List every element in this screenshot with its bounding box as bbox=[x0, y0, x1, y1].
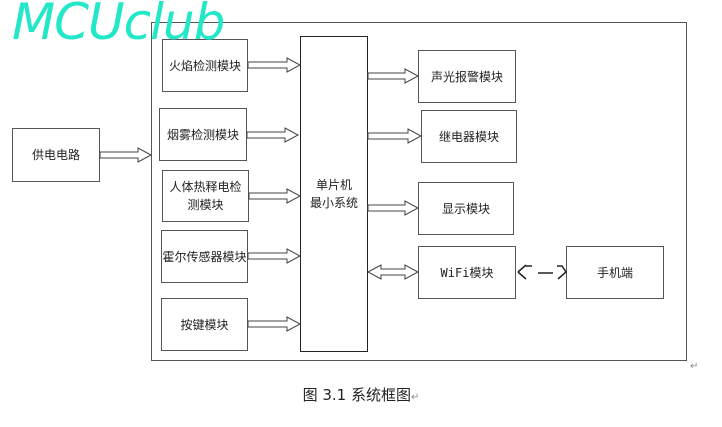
block-pir: 人体热释电检测模块 bbox=[162, 170, 249, 222]
arrow bbox=[246, 127, 300, 143]
label: 继电器模块 bbox=[438, 129, 499, 144]
label: 按键模块 bbox=[180, 317, 229, 332]
arrow bbox=[247, 248, 302, 264]
label: 人体热释电检测模块 bbox=[169, 180, 242, 212]
label: 供电电路 bbox=[31, 148, 80, 162]
label: 火焰检测模块 bbox=[168, 58, 241, 73]
arrow bbox=[99, 147, 153, 163]
arrow bbox=[247, 316, 302, 332]
pilcrow: ↵ bbox=[690, 361, 699, 372]
block-display: 显示模块 bbox=[418, 182, 514, 235]
label: 显示模块 bbox=[441, 201, 490, 216]
label: 单片机 最小系统 bbox=[309, 178, 358, 210]
figure-caption: 图 3.1 系统框图↵ bbox=[0, 384, 722, 405]
label: 手机端 bbox=[596, 265, 633, 280]
block-wifi: WiFi模块 bbox=[418, 246, 516, 299]
bidirectional-arrow bbox=[366, 264, 420, 280]
block-alarm: 声光报警模块 bbox=[418, 50, 516, 103]
arrow bbox=[367, 200, 420, 216]
label: 霍尔传感器模块 bbox=[162, 249, 247, 264]
block-relay: 继电器模块 bbox=[421, 110, 517, 163]
arrow bbox=[247, 57, 302, 73]
arrow bbox=[367, 128, 423, 144]
caption-text: 图 3.1 系统框图 bbox=[302, 386, 411, 404]
label: 声光报警模块 bbox=[430, 69, 503, 84]
arrow bbox=[367, 68, 420, 84]
wireless-link-arrow bbox=[517, 264, 567, 280]
system-boundary bbox=[151, 22, 687, 361]
label: 烟雾检测模块 bbox=[166, 127, 239, 142]
block-mcu: 单片机 最小系统 bbox=[300, 36, 368, 352]
label: WiFi模块 bbox=[440, 265, 494, 280]
pilcrow: ↵ bbox=[411, 392, 420, 403]
arrow bbox=[248, 188, 302, 204]
watermark: MCUclub bbox=[12, 0, 225, 51]
